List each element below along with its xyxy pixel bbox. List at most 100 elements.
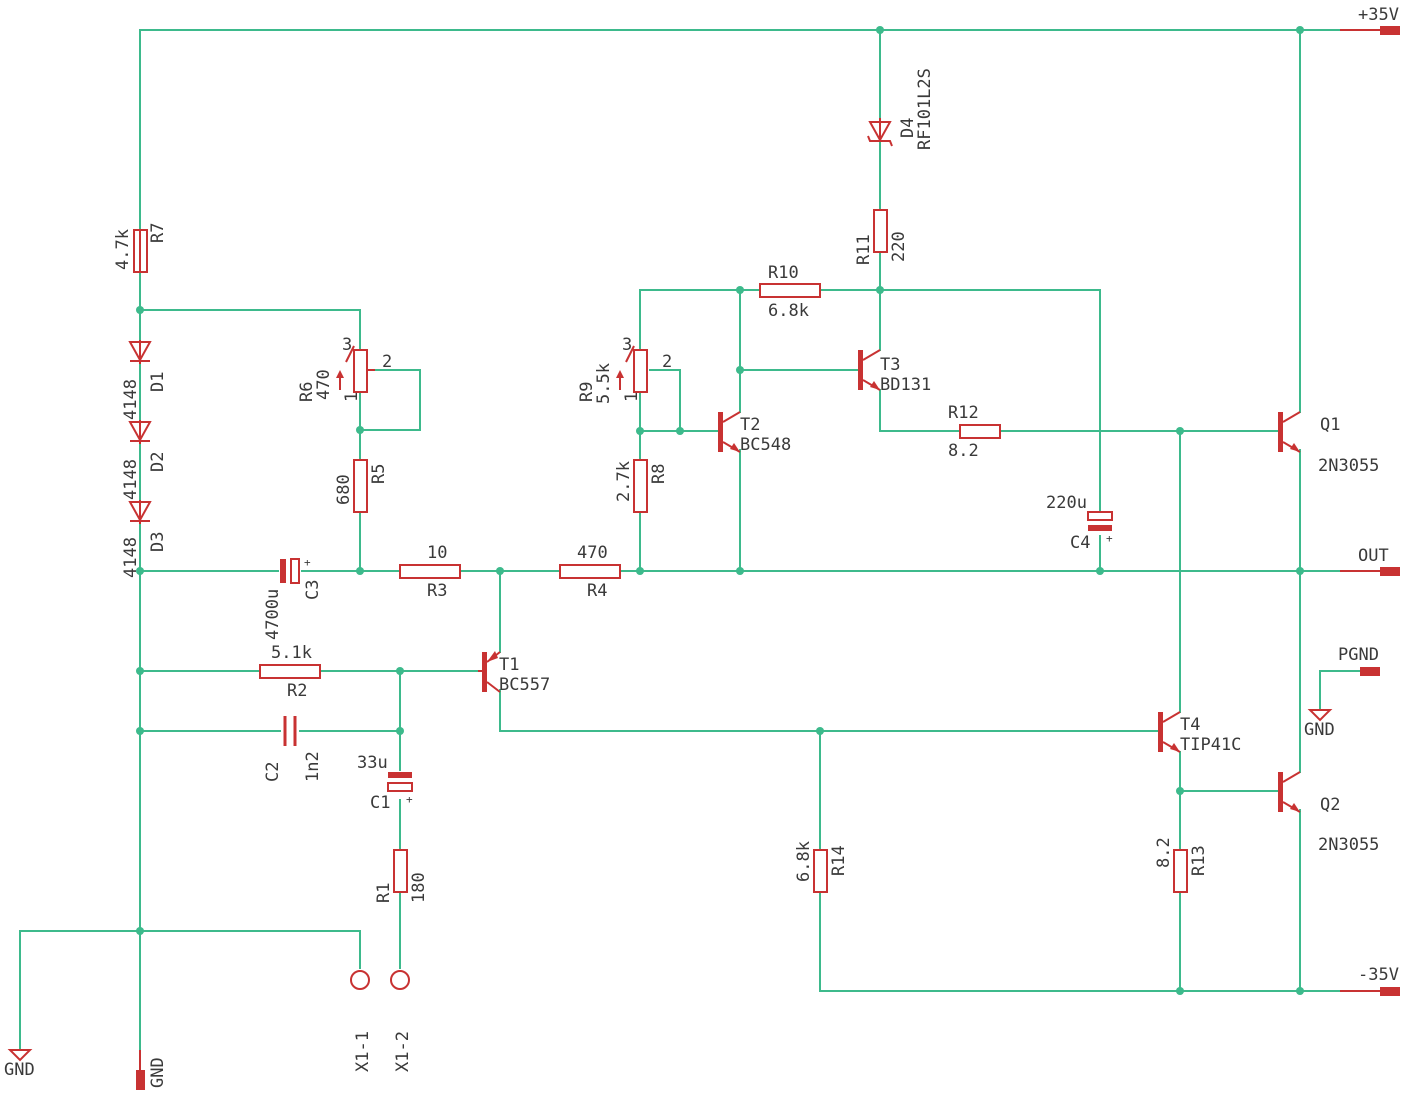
r4-name: R4 xyxy=(587,581,607,601)
r8-value: 2.7k xyxy=(614,461,634,502)
c1-value: 33u xyxy=(357,753,388,773)
resistor-r2: 5.1k R2 xyxy=(259,643,321,701)
r6-value: 470 xyxy=(314,369,334,400)
transistor-t1: T1 BC557 xyxy=(478,651,550,695)
diode-d4: D4 RF101L2S xyxy=(867,68,935,150)
r9-name: R9 xyxy=(577,382,597,402)
r12-value: 8.2 xyxy=(948,441,979,461)
c1-plus: + xyxy=(406,793,413,806)
c2-name: C2 xyxy=(263,762,283,782)
connector-x1-1: X1-1 xyxy=(350,970,373,1072)
t2-name: T2 xyxy=(740,415,760,435)
d2-name: D2 xyxy=(148,452,168,472)
r10-value: 6.8k xyxy=(768,301,809,321)
gnd-symbol-pgnd-label: GND xyxy=(1304,720,1335,740)
t4-value: TIP41C xyxy=(1180,735,1241,755)
connector-x1-2-label: X1-2 xyxy=(393,1031,413,1072)
gnd-symbol-left: GND xyxy=(4,1049,35,1080)
r7-value: 4.7k xyxy=(113,229,133,270)
r5-name: R5 xyxy=(369,464,389,484)
resistor-r3: 10 R3 xyxy=(399,543,461,601)
r14-name: R14 xyxy=(829,845,849,876)
c4-plus: + xyxy=(1106,532,1113,545)
diode-d3: 4148 D3 xyxy=(121,500,168,578)
transistor-t3: T3 BD131 xyxy=(858,349,931,395)
q1-name: Q1 xyxy=(1320,415,1340,435)
port-vminus-label: -35V xyxy=(1358,965,1399,985)
d1-value: 4148 xyxy=(121,379,141,420)
t3-value: BD131 xyxy=(880,375,931,395)
port-pgnd: PGND xyxy=(1338,645,1380,676)
r9-pin3: 3 xyxy=(622,335,632,355)
capacitor-c2: C2 1n2 xyxy=(263,716,323,782)
r9-value: 5.5k xyxy=(594,363,614,404)
wires xyxy=(19,29,1361,1071)
junctions xyxy=(136,26,1304,995)
c2-value: 1n2 xyxy=(303,751,323,782)
q1-value: 2N3055 xyxy=(1318,456,1379,476)
d2-value: 4148 xyxy=(121,459,141,500)
r13-value: 8.2 xyxy=(1154,837,1174,868)
r5-value: 680 xyxy=(334,474,354,505)
port-gnd: GND xyxy=(136,1050,168,1090)
gnd-symbol-left-label: GND xyxy=(4,1060,35,1080)
connector-x1-1-label: X1-1 xyxy=(353,1031,373,1072)
r10-name: R10 xyxy=(768,263,799,283)
transistor-t2: T2 BC548 xyxy=(718,411,791,455)
gnd-symbol-pgnd: GND xyxy=(1304,709,1335,740)
c1-name: C1 xyxy=(370,793,390,813)
d4-value: RF101L2S xyxy=(915,68,935,150)
diode-d2: 4148 D2 xyxy=(121,420,168,500)
r4-value: 470 xyxy=(577,543,608,563)
capacitor-c3: + 4700u C3 xyxy=(263,556,323,640)
port-gnd-label: GND xyxy=(148,1057,168,1088)
c3-value: 4700u xyxy=(263,589,283,640)
transistor-q2: Q2 2N3055 xyxy=(1278,771,1379,855)
r14-value: 6.8k xyxy=(794,841,814,882)
potentiometer-r9: 3 2 1 R9 5.5k xyxy=(577,335,672,404)
t2-value: BC548 xyxy=(740,435,791,455)
d1-name: D1 xyxy=(148,372,168,392)
t4-name: T4 xyxy=(1180,715,1200,735)
transistor-t4: T4 TIP41C xyxy=(1158,711,1241,755)
potentiometer-r6: 3 2 1 R6 470 xyxy=(297,335,392,402)
c3-plus: + xyxy=(304,556,311,569)
resistor-r12: R12 8.2 xyxy=(948,403,1001,461)
resistor-r4: 470 R4 xyxy=(559,543,621,601)
r6-name: R6 xyxy=(297,382,317,402)
transistor-q1: Q1 2N3055 xyxy=(1278,411,1379,476)
r2-name: R2 xyxy=(287,681,307,701)
t3-name: T3 xyxy=(880,355,900,375)
r13-name: R13 xyxy=(1189,845,1209,876)
port-out: OUT xyxy=(1340,546,1400,576)
r7-name: R7 xyxy=(148,223,168,243)
resistor-r5: 680 R5 xyxy=(334,459,389,513)
r3-value: 10 xyxy=(427,543,447,563)
r1-name: R1 xyxy=(374,883,394,903)
r12-name: R12 xyxy=(948,403,979,423)
capacitor-c1: + 33u C1 xyxy=(357,753,413,813)
resistor-r8: 2.7k R8 xyxy=(614,459,669,513)
port-vminus: -35V xyxy=(1340,965,1400,996)
q2-name: Q2 xyxy=(1320,795,1340,815)
c3-name: C3 xyxy=(303,580,323,600)
r6-pin3: 3 xyxy=(342,335,352,355)
r2-value: 5.1k xyxy=(271,643,312,663)
d3-name: D3 xyxy=(148,532,168,552)
d3-value: 4148 xyxy=(121,537,141,578)
r6-pin1: 1 xyxy=(342,392,362,402)
r9-pin1: 1 xyxy=(622,392,642,402)
r11-value: 220 xyxy=(889,231,909,262)
port-out-label: OUT xyxy=(1358,546,1389,566)
r11-name: R11 xyxy=(854,234,874,265)
port-vplus: +35V xyxy=(1340,5,1400,35)
t1-name: T1 xyxy=(499,655,519,675)
capacitor-c4: + 220u C4 xyxy=(1046,493,1113,553)
r9-pin2: 2 xyxy=(662,352,672,372)
t1-value: BC557 xyxy=(499,675,550,695)
resistor-r7: 4.7k R7 xyxy=(113,223,168,273)
c4-name: C4 xyxy=(1070,533,1090,553)
diode-d1: 4148 D1 xyxy=(121,340,168,420)
resistor-r14: 6.8k R14 xyxy=(794,841,849,893)
